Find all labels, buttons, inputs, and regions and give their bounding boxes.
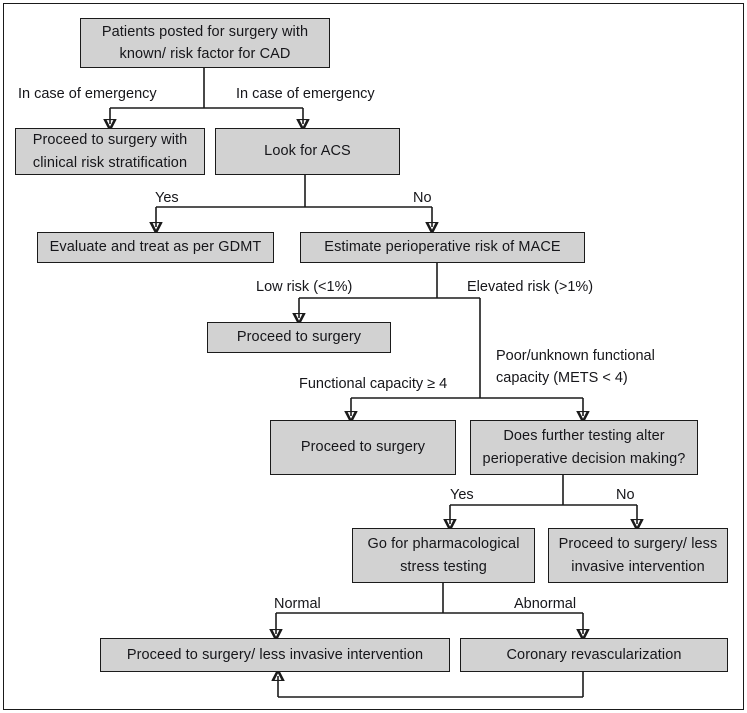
node-label: Proceed to surgery/ less invasive interv…	[126, 646, 424, 663]
node-label: Does further testing alter perioperative…	[482, 428, 686, 467]
node-label: Coronary revascularization	[506, 646, 682, 663]
node-label: Evaluate and treat as per GDMT	[49, 239, 262, 256]
node-label: Estimate perioperative risk of MACE	[324, 239, 561, 256]
edge-label-yes-further-testing: Yes	[450, 487, 474, 503]
node-patients-posted-for-surgery[interactable]: Patients posted for surgery with known/ …	[80, 18, 330, 68]
node-estimate-perioperative-risk-mace[interactable]: Estimate perioperative risk of MACE	[300, 232, 585, 263]
node-proceed-surgery-clinical-risk-stratification[interactable]: Proceed to surgery with clinical risk st…	[15, 128, 205, 175]
edge-label-in-case-of-emergency-left: In case of emergency	[18, 86, 157, 102]
node-proceed-surgery-less-invasive-normal[interactable]: Proceed to surgery/ less invasive interv…	[100, 638, 450, 672]
node-look-for-acs[interactable]: Look for ACS	[215, 128, 400, 175]
node-does-further-testing-alter-decision[interactable]: Does further testing alter perioperative…	[470, 420, 698, 475]
edge-label-no-acs: No	[413, 190, 432, 206]
edge-label-low-risk: Low risk (<1%)	[256, 279, 353, 295]
node-label: Proceed to surgery	[236, 329, 362, 346]
node-evaluate-treat-gdmt[interactable]: Evaluate and treat as per GDMT	[37, 232, 274, 263]
node-label: Proceed to surgery	[300, 439, 426, 456]
node-proceed-surgery-less-invasive-no[interactable]: Proceed to surgery/ less invasive interv…	[548, 528, 728, 583]
edge-label-in-case-of-emergency-right: In case of emergency	[236, 86, 375, 102]
node-proceed-to-surgery-functional-capacity[interactable]: Proceed to surgery	[270, 420, 456, 475]
node-label: Patients posted for surgery with known/ …	[101, 23, 309, 62]
node-label: Look for ACS	[264, 143, 351, 160]
edge-label-no-further-testing: No	[616, 487, 635, 503]
node-coronary-revascularization[interactable]: Coronary revascularization	[460, 638, 728, 672]
edge-label-functional-capacity: Functional capacity ≥ 4	[299, 376, 448, 392]
edge-label-normal: Normal	[274, 596, 321, 612]
edge-label-yes-acs: Yes	[155, 190, 179, 206]
node-go-for-pharmacological-stress-testing[interactable]: Go for pharmacological stress testing	[352, 528, 535, 583]
node-label: Proceed to surgery with clinical risk st…	[32, 132, 188, 171]
edge-label-elevated-risk: Elevated risk (>1%)	[467, 279, 594, 295]
node-proceed-to-surgery-low-risk[interactable]: Proceed to surgery	[207, 322, 391, 353]
node-label: Proceed to surgery/ less invasive interv…	[558, 536, 718, 575]
edge-label-poor-unknown-functional-capacity: Poor/unknown functional capacity (METS <…	[496, 348, 655, 386]
node-label: Go for pharmacological stress testing	[367, 536, 520, 575]
edge-label-abnormal: Abnormal	[514, 596, 577, 612]
